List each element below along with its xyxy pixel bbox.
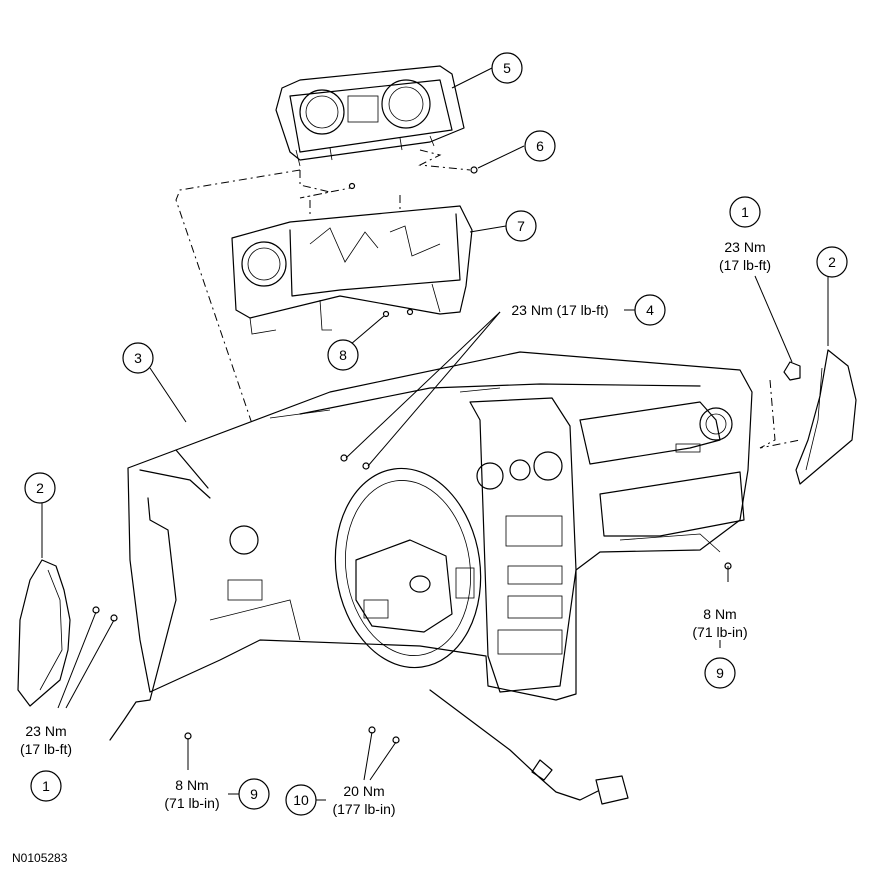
- instrument-cluster: [275, 65, 465, 167]
- torque-label: 20 Nm: [343, 783, 384, 799]
- callout-9-bottom: 9: [238, 778, 270, 810]
- callout-5: 5: [491, 52, 523, 84]
- instrument-panel: [127, 351, 753, 701]
- callout-9-right: 9: [704, 657, 736, 689]
- torque-label: (17 lb-ft): [719, 257, 771, 273]
- callout-2-right: 2: [816, 246, 848, 278]
- svg-text:6: 6: [536, 138, 544, 154]
- svg-text:3: 3: [134, 350, 142, 366]
- leader-lines: [41, 67, 829, 801]
- svg-text:1: 1: [42, 778, 50, 794]
- steering-wheel: [334, 467, 482, 669]
- right-end-cap: [795, 349, 857, 485]
- svg-text:9: 9: [250, 786, 258, 802]
- left-end-cap: [17, 559, 71, 707]
- svg-text:9: 9: [716, 665, 724, 681]
- callout-1-bottom: 1: [30, 770, 62, 802]
- torque-label: (17 lb-ft): [20, 741, 72, 757]
- callout-1-top: 1: [729, 196, 761, 228]
- svg-text:5: 5: [503, 60, 511, 76]
- callout-8: 8: [327, 339, 359, 371]
- screw: [348, 182, 356, 190]
- svg-text:10: 10: [293, 792, 309, 808]
- torque-label: 8 Nm: [175, 777, 208, 793]
- alignment-line: [418, 149, 471, 171]
- svg-text:2: 2: [36, 480, 44, 496]
- torque-label: 8 Nm: [703, 606, 736, 622]
- screw: [470, 166, 478, 174]
- svg-text:7: 7: [517, 218, 525, 234]
- connector: [595, 775, 629, 805]
- alignment-line: [299, 170, 351, 199]
- bolt: [392, 736, 400, 744]
- torque-label: 23 Nm: [25, 723, 66, 739]
- svg-text:2: 2: [828, 254, 836, 270]
- torque-label: (177 lb-in): [332, 801, 395, 817]
- cluster-bezel: [231, 205, 473, 335]
- callout-10: 10: [285, 784, 317, 816]
- bolt: [362, 462, 370, 470]
- bolt: [783, 361, 801, 381]
- torque-label: 23 Nm: [724, 239, 765, 255]
- callout-3: 3: [122, 342, 154, 374]
- figure-id: N0105283: [12, 851, 68, 865]
- svg-text:4: 4: [646, 302, 654, 318]
- alignment-line: [175, 169, 301, 566]
- svg-text:1: 1: [741, 204, 749, 220]
- callout-7: 7: [505, 210, 537, 242]
- left-bracket: [109, 497, 177, 741]
- callout-4: 4: [634, 294, 666, 326]
- svg-text:8: 8: [339, 347, 347, 363]
- torque-label: (71 lb-in): [692, 624, 747, 640]
- torque-label: 23 Nm (17 lb-ft): [511, 302, 608, 318]
- wiring-harness: [429, 689, 601, 801]
- callout-2-left: 2: [24, 472, 56, 504]
- bolt: [340, 454, 348, 462]
- callout-6: 6: [524, 130, 556, 162]
- alignment-line: [759, 379, 801, 449]
- torque-label: (71 lb-in): [164, 795, 219, 811]
